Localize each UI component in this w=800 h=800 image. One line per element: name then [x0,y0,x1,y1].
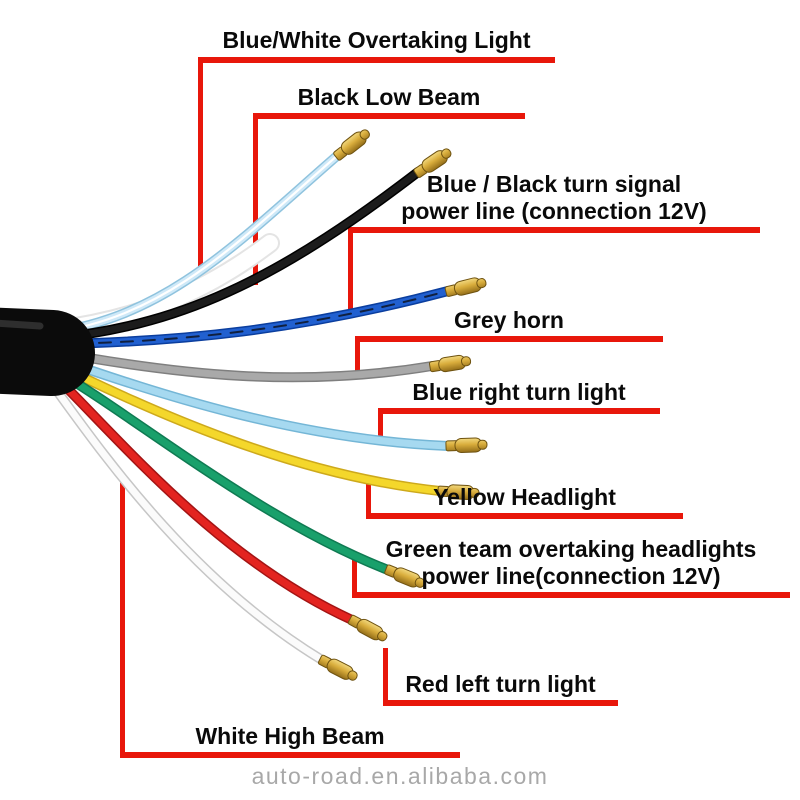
callout-headlight-connector [366,479,371,515]
callout-turn-signal-connector [348,227,353,316]
cable-sheath [0,307,95,396]
label-right-turn-light: Blue right turn light [412,379,626,405]
wire-red-outline [50,371,357,625]
callout-overtaking-power-underline [352,592,790,598]
callout-left-turn-connector [383,648,388,702]
wire-blue-white-stripe [53,153,340,334]
wire-grey [51,348,436,381]
callout-turn-signal-underline [348,227,760,233]
callout-high-beam-connector [120,473,125,754]
label-overtaking-light: Blue/White Overtaking Light [222,27,531,53]
callout-headlight-underline [366,513,683,519]
callout-right-turn-connector [378,408,383,443]
label-turn-signal-power: Blue / Black turn signal power line (con… [348,171,760,225]
callout-right-turn-underline [378,408,660,414]
terminal-blue [443,274,488,300]
callout-left-turn-underline [383,700,618,706]
callout-overtaking-power-connector [352,552,357,594]
terminal-red [346,612,390,645]
callout-horn-connector [355,336,360,378]
label-overtaking-power-line2: power line(connection 12V) [421,563,721,589]
callout-overtaking-connector [198,57,203,279]
callout-low-beam-underline [253,113,525,119]
label-turn-signal-power-line1: Blue / Black turn signal [426,171,682,197]
label-low-beam: Black Low Beam [297,84,481,110]
callout-low-beam-connector [253,113,258,285]
callout-lines [120,57,790,758]
label-left-turn-light: Red left turn light [405,671,596,697]
wire-blue-black-stripe [54,290,449,345]
wire-yellow [51,360,444,495]
label-overtaking-power-line1: Green team overtaking headlights [385,536,757,562]
callout-overtaking-underline [198,57,555,63]
terminal-grey [428,353,473,375]
label-high-beam: White High Beam [195,723,385,749]
terminal-white [316,652,361,685]
watermark: auto-road.en.alibaba.com [251,763,549,789]
label-horn: Grey horn [454,307,564,333]
wire-red [51,372,356,624]
wire-green [51,366,392,574]
label-headlight: Yellow Headlight [433,484,616,510]
terminal-blue-white [331,125,374,164]
wires [47,150,453,665]
callout-horn-underline [355,336,663,342]
terminal-light-blue [445,437,488,454]
wire-white [48,380,326,664]
wire-light-blue [51,354,452,450]
wire-black [51,168,422,342]
label-turn-signal-power-line2: power line (connection 12V) [401,198,707,224]
callout-high-beam-underline [120,752,460,758]
label-overtaking-power: Green team overtaking headlights power l… [352,536,790,590]
